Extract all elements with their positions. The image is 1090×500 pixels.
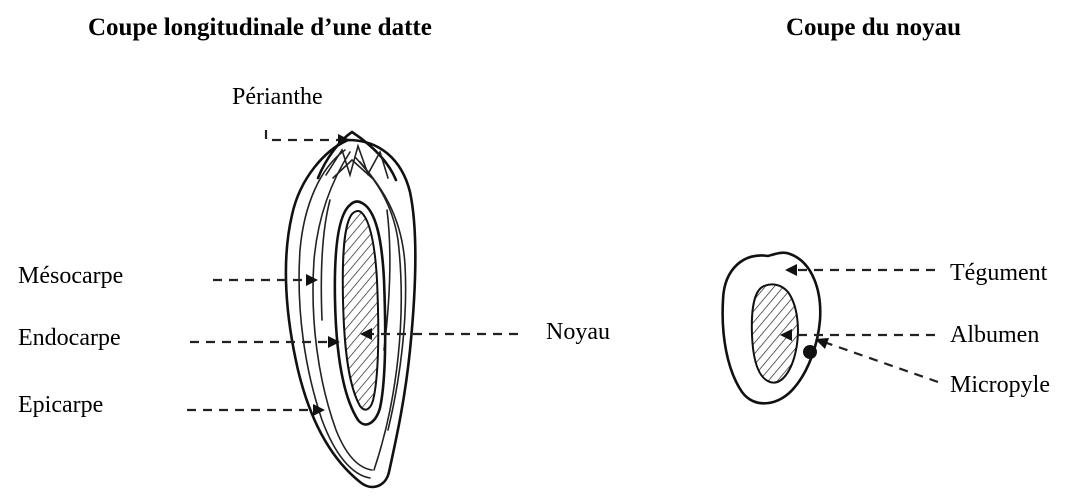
seed-arrows [780,264,938,382]
seed-micropyle [803,345,817,359]
date-perianth-detail [326,146,388,178]
date-seed [343,211,378,410]
arrow-perianthe [266,130,340,140]
date-layer-line [321,200,330,320]
arrow-micropyle [824,342,938,382]
seed-drawing [723,253,821,404]
date-drawing [286,132,415,487]
date-perianth [318,132,396,180]
